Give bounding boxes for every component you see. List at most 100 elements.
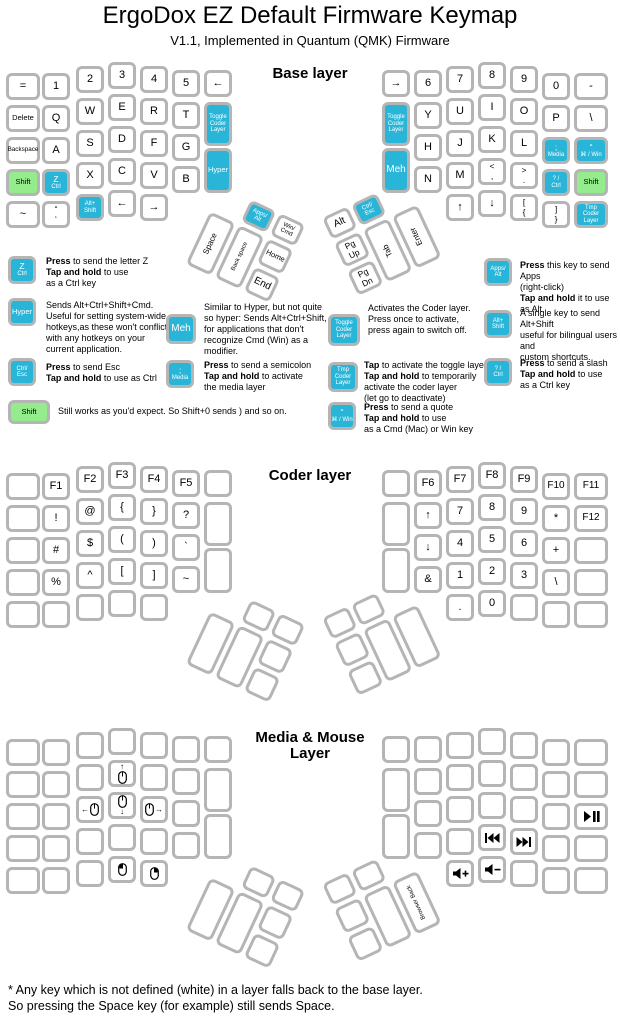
blank-key — [6, 867, 40, 894]
key-label: ;Media — [171, 365, 189, 382]
key-y: Y — [414, 102, 442, 129]
key-8: 8 — [478, 494, 506, 521]
key-5: 5 — [478, 526, 506, 553]
blank-key — [6, 835, 40, 862]
key-label: L — [520, 136, 528, 149]
footnote: * Any key which is not defined (white) i… — [8, 982, 423, 1014]
blank-key — [108, 824, 136, 851]
key-label: O — [519, 104, 529, 117]
legend-text: Tap to activate the toggle layer.Tap and… — [364, 360, 489, 403]
arrow-left-key: ← — [204, 70, 232, 97]
legend-text: Activates the Coder layer.Press once to … — [368, 303, 471, 335]
key-d: D — [108, 126, 136, 153]
blank-key — [42, 739, 70, 766]
key-label: 2 — [86, 72, 94, 85]
blank-key — [574, 771, 608, 798]
key-i: I — [478, 94, 506, 121]
key-label: 0 — [552, 79, 560, 92]
key-a: A — [42, 137, 70, 164]
key-symbol: ) — [140, 530, 168, 557]
key-label: 1 — [456, 568, 464, 581]
key-4: 4 — [446, 530, 474, 557]
blank-key — [382, 548, 410, 593]
key-label: \ — [589, 111, 593, 124]
key-9: 9 — [510, 66, 538, 93]
blank-key — [414, 800, 442, 827]
key-label: ~ — [19, 207, 27, 220]
key-label: A — [52, 143, 60, 156]
blank-key — [42, 867, 70, 894]
mouse-button-left-icon — [117, 863, 127, 876]
key-meh: Meh — [382, 148, 410, 193]
volume-down-icon — [484, 863, 501, 876]
key-symbol: [ — [108, 558, 136, 585]
key-label: Apps/Alt — [490, 265, 506, 278]
key-w: W — [76, 98, 104, 125]
key-f5: F5 — [172, 470, 200, 497]
blank-key — [76, 732, 104, 759]
arrow-right-key: → — [382, 70, 410, 97]
key-label: ? — [182, 508, 190, 521]
key-hyper: Hyper — [204, 148, 232, 193]
left-thumb-cluster — [184, 586, 309, 708]
blank-key — [76, 828, 104, 855]
key-4: 4 — [140, 66, 168, 93]
key-label: T — [182, 108, 190, 121]
blank-key — [204, 814, 232, 859]
key-label: Tab — [380, 242, 395, 259]
blank-key — [204, 470, 232, 497]
mouse-button-left-key — [108, 856, 136, 883]
key-label: Meh — [386, 164, 406, 176]
key-label: 5 — [182, 76, 190, 89]
blank-key — [6, 803, 40, 830]
key-label: Shift — [15, 177, 31, 187]
key-label: J — [457, 136, 463, 149]
arrow-right-key: → — [140, 194, 168, 221]
key-label: X — [86, 168, 94, 181]
key-label: ← — [116, 196, 128, 209]
key-e: E — [108, 94, 136, 121]
key-6: 6 — [414, 70, 442, 97]
blank-key — [478, 760, 506, 787]
mouse-right-key: → — [140, 796, 168, 823]
key-symbol: & — [414, 566, 442, 593]
blank-key — [108, 590, 136, 617]
key-label: Home — [264, 247, 287, 265]
key-f9: F9 — [510, 466, 538, 493]
key-label: ( — [120, 532, 124, 545]
key-label: } — [152, 504, 156, 517]
legend-text: Press this key to send Apps(right-click)… — [520, 260, 610, 314]
key-label: F — [150, 136, 158, 149]
key-hyper: Hyper — [8, 298, 36, 326]
key-label: . — [458, 600, 462, 613]
key-2: 2 — [478, 558, 506, 585]
key-f8: F8 — [478, 462, 506, 489]
legend-text: Sends Alt+Ctrl+Shift+Cmd.Useful for sett… — [46, 300, 168, 354]
key-v: V — [140, 162, 168, 189]
blank-key — [6, 771, 40, 798]
blank-key — [140, 732, 168, 759]
key-label: Y — [424, 108, 432, 121]
key-label: F11 — [582, 480, 600, 492]
key-symbol: ^ — [76, 562, 104, 589]
page-subtitle: V1.1, Implemented in Quantum (QMK) Firmw… — [170, 33, 450, 48]
blank-key — [42, 803, 70, 830]
key-label: 1 — [52, 79, 60, 92]
key-symbol: “‘ — [42, 201, 70, 228]
key-symbol: ;Media — [166, 360, 194, 388]
blank-key — [140, 594, 168, 621]
blank-key — [542, 803, 570, 830]
arrow-up-key: ↑ — [414, 502, 442, 529]
key-3: 3 — [108, 62, 136, 89]
key-u: U — [446, 98, 474, 125]
blank-key — [510, 594, 538, 621]
key-meh: Meh — [166, 314, 196, 344]
